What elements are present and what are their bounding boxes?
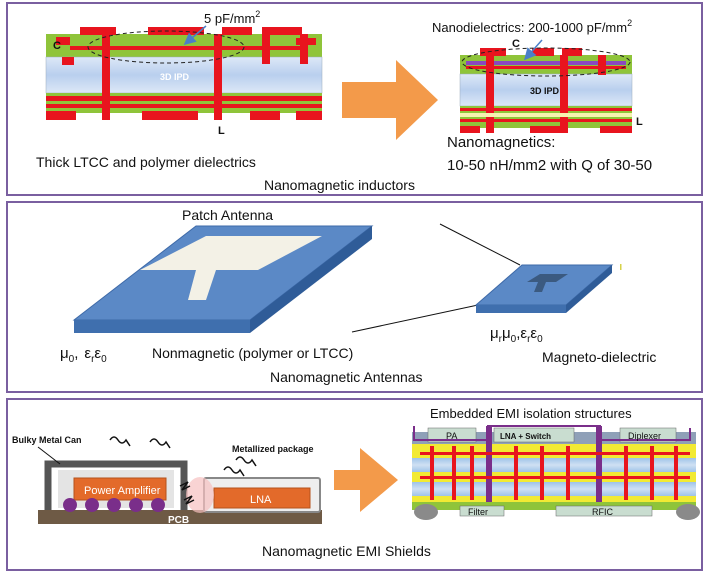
panel2-title: Nanomagnetic Antennas bbox=[270, 369, 423, 385]
c-label-right: C bbox=[512, 38, 520, 50]
patch-antenna-nonmagnetic bbox=[72, 225, 374, 333]
ipd-label-left: 3D IPD bbox=[160, 72, 190, 82]
zoom-line-top bbox=[439, 223, 521, 266]
panel1-title: Nanomagnetic inductors bbox=[264, 177, 415, 193]
arrow-right-icon-2 bbox=[334, 448, 398, 512]
embedded-emi-structure bbox=[412, 425, 700, 520]
diplexer-label: Diplexer bbox=[628, 431, 661, 441]
l-label-right: L bbox=[636, 116, 643, 128]
lna-switch-label: LNA + Switch bbox=[500, 432, 551, 441]
caption-thick-ltcc: Thick LTCC and polymer dielectrics bbox=[36, 154, 256, 170]
bulky-metal-can-label: Bulky Metal Can bbox=[12, 435, 82, 445]
rfic-label: RFIC bbox=[592, 507, 613, 517]
conventional-emi-package bbox=[38, 436, 322, 524]
panel3-title: Nanomagnetic EMI Shields bbox=[262, 543, 431, 559]
bulky-pointer bbox=[37, 446, 61, 465]
pcb-label: PCB bbox=[168, 515, 189, 526]
filter-label: Filter bbox=[468, 507, 488, 517]
lna-label: LNA bbox=[250, 494, 272, 506]
pa-label: PA bbox=[446, 431, 457, 441]
mu0-eps-label: μ0,εrε0 bbox=[60, 345, 107, 365]
arrow-right-icon bbox=[342, 60, 438, 140]
nanodielectrics-label: Nanodielectrics: 200-1000 pF/mm2 bbox=[432, 18, 632, 35]
power-amplifier-label: Power Amplifier bbox=[84, 485, 161, 497]
nonmagnetic-label: Nonmagnetic (polymer or LTCC) bbox=[152, 345, 353, 361]
mur-eps-label: μrμ0,εrε0 bbox=[490, 325, 543, 345]
thin-ipd-stack bbox=[459, 39, 633, 133]
metallized-package-label: Metallized package bbox=[232, 444, 314, 454]
embedded-emi-label: Embedded EMI isolation structures bbox=[430, 406, 632, 421]
c-label-left: C bbox=[53, 40, 61, 52]
l-label-left: L bbox=[218, 125, 225, 137]
magneto-dielectric-label: Magneto-dielectric bbox=[542, 349, 656, 365]
patch-antenna-magneto bbox=[474, 264, 622, 313]
nanomagnetics-spec: 10-50 nH/mm2 with Q of 30-50 bbox=[447, 157, 652, 174]
thick-ipd-stack bbox=[45, 25, 323, 120]
patch-antenna-label: Patch Antenna bbox=[182, 207, 273, 223]
nanomagnetics-label: Nanomagnetics: bbox=[447, 134, 555, 151]
capacitance-label: 5 pF/mm2 bbox=[204, 9, 260, 26]
zoom-line-bottom bbox=[351, 301, 493, 333]
ipd-label-right: 3D IPD bbox=[530, 86, 560, 96]
